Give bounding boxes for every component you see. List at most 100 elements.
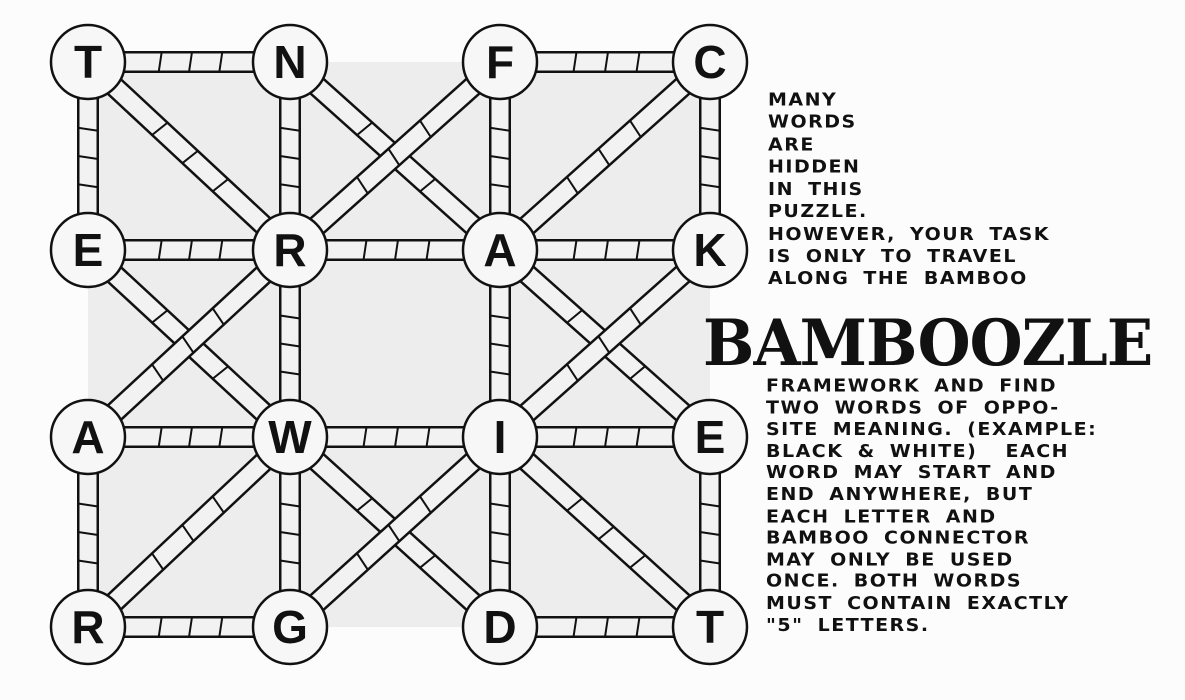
instruction-line: END ANYWHERE, BUT [766,484,1034,505]
bamboo-joint [355,552,369,571]
bamboo-joint [279,126,301,132]
bamboo-joint [188,616,193,638]
bamboo-joint [387,524,401,542]
bamboo-joint [279,155,301,160]
instruction-line: ALONG THE BAMBOO [768,268,1028,289]
letter-node[interactable]: T [671,588,749,666]
bamboo-joint [218,51,224,73]
bamboo-joint [604,616,609,638]
bamboo-joint [572,51,578,73]
bamboo-joint [362,426,368,448]
bamboo-joint [425,426,431,448]
letter-node[interactable]: D [461,588,539,666]
letter-node[interactable]: T [49,23,127,101]
bamboo-joint [629,307,642,326]
bamboo-joint [356,121,374,137]
bamboo-joint [566,363,579,382]
bamboo-connector[interactable] [80,53,298,259]
letter-node[interactable]: E [671,398,749,476]
bamboo-joint [394,426,399,448]
bamboo-joint [218,239,224,261]
bamboo-joint [218,426,224,448]
letter-node[interactable]: A [49,398,127,476]
bamboo-joint [419,554,437,569]
instruction-line: WORD MAY START AND [766,462,1057,484]
bamboo-joint [181,335,195,354]
letter-node[interactable]: W [251,398,329,476]
bamboo-joint [565,176,579,195]
bamboo-joint [151,121,169,136]
instruction-line: TWO WORDS OF OPPO- [766,397,1060,418]
bamboo-joint [425,239,431,261]
bamboo-joint [629,554,647,569]
bamboo-joint [211,365,229,380]
bamboo-joint [597,148,611,167]
bamboo-joint [157,426,163,448]
letter-node[interactable]: R [49,588,127,666]
bamboo-joint [279,559,301,565]
instruction-line: HIDDEN [768,156,861,178]
bamboo-joint [181,524,195,542]
node-letter: R [71,601,104,653]
bamboo-connector[interactable] [492,428,718,636]
letter-node[interactable]: N [251,23,329,101]
bamboo-joint [566,309,584,324]
bamboo-joint [635,239,641,261]
node-letter: T [74,36,102,88]
bamboo-connector[interactable] [80,428,298,636]
instruction-line: "5" LETTERS. [766,614,930,636]
instruction-line: SITE MEANING. (EXAMPLE: [766,419,1098,440]
bamboo-joint [628,119,642,138]
bamboo-connector[interactable] [282,53,508,259]
letter-node[interactable]: E [49,211,127,289]
bamboo-joint [218,616,224,638]
letter-node[interactable]: G [251,588,329,666]
bamboo-joint [279,531,301,536]
bamboo-joint [572,616,578,638]
node-letter: N [273,36,306,88]
node-letter: C [693,36,726,88]
bamboo-connector[interactable] [492,53,718,259]
bamboo-joint [188,51,193,73]
node-letter: D [483,601,516,653]
bamboo-connector[interactable] [282,428,508,636]
instruction-line: BAMBOO CONNECTOR [766,527,1031,549]
bamboo-joint [181,149,199,165]
bamboo-connector[interactable] [492,241,718,446]
letter-node[interactable]: A [461,211,539,289]
bamboo-joint [489,155,511,160]
bamboo-joint [157,616,163,638]
letter-node[interactable]: C [671,23,749,101]
bamboo-joint [77,126,99,132]
bamboo-connector[interactable] [80,241,298,446]
bamboo-joint [635,426,641,448]
bamboo-joint [355,176,369,195]
bamboo-joint [635,51,641,73]
bamboo-joint [211,178,229,193]
instruction-line: MANY [768,89,838,111]
instruction-line: IS ONLY TO TRAVEL [768,246,1017,267]
letter-node[interactable]: K [671,211,749,289]
bamboo-joint [279,314,301,320]
bamboo-joint [489,370,511,376]
bamboo-joint [188,426,193,448]
node-letter: F [486,36,514,88]
node-letter: K [693,224,726,276]
letter-node[interactable]: R [251,211,329,289]
bamboo-joint [77,559,99,565]
bamboo-joint [699,183,721,189]
bamboo-joint [77,155,99,160]
instruction-line: MUST CONTAIN EXACTLY [766,593,1070,614]
bamboo-joint [699,155,721,160]
node-letter: T [696,601,724,653]
bamboo-joint [629,365,647,380]
bamboo-joint [699,502,721,508]
instruction-line: EACH LETTER AND [766,506,997,527]
instruction-line: HOWEVER, YOUR TASK [768,224,1050,245]
letter-node[interactable]: F [461,23,539,101]
bamboo-joint [151,363,165,382]
bamboo-joint [489,314,511,320]
letter-node[interactable]: I [461,398,539,476]
